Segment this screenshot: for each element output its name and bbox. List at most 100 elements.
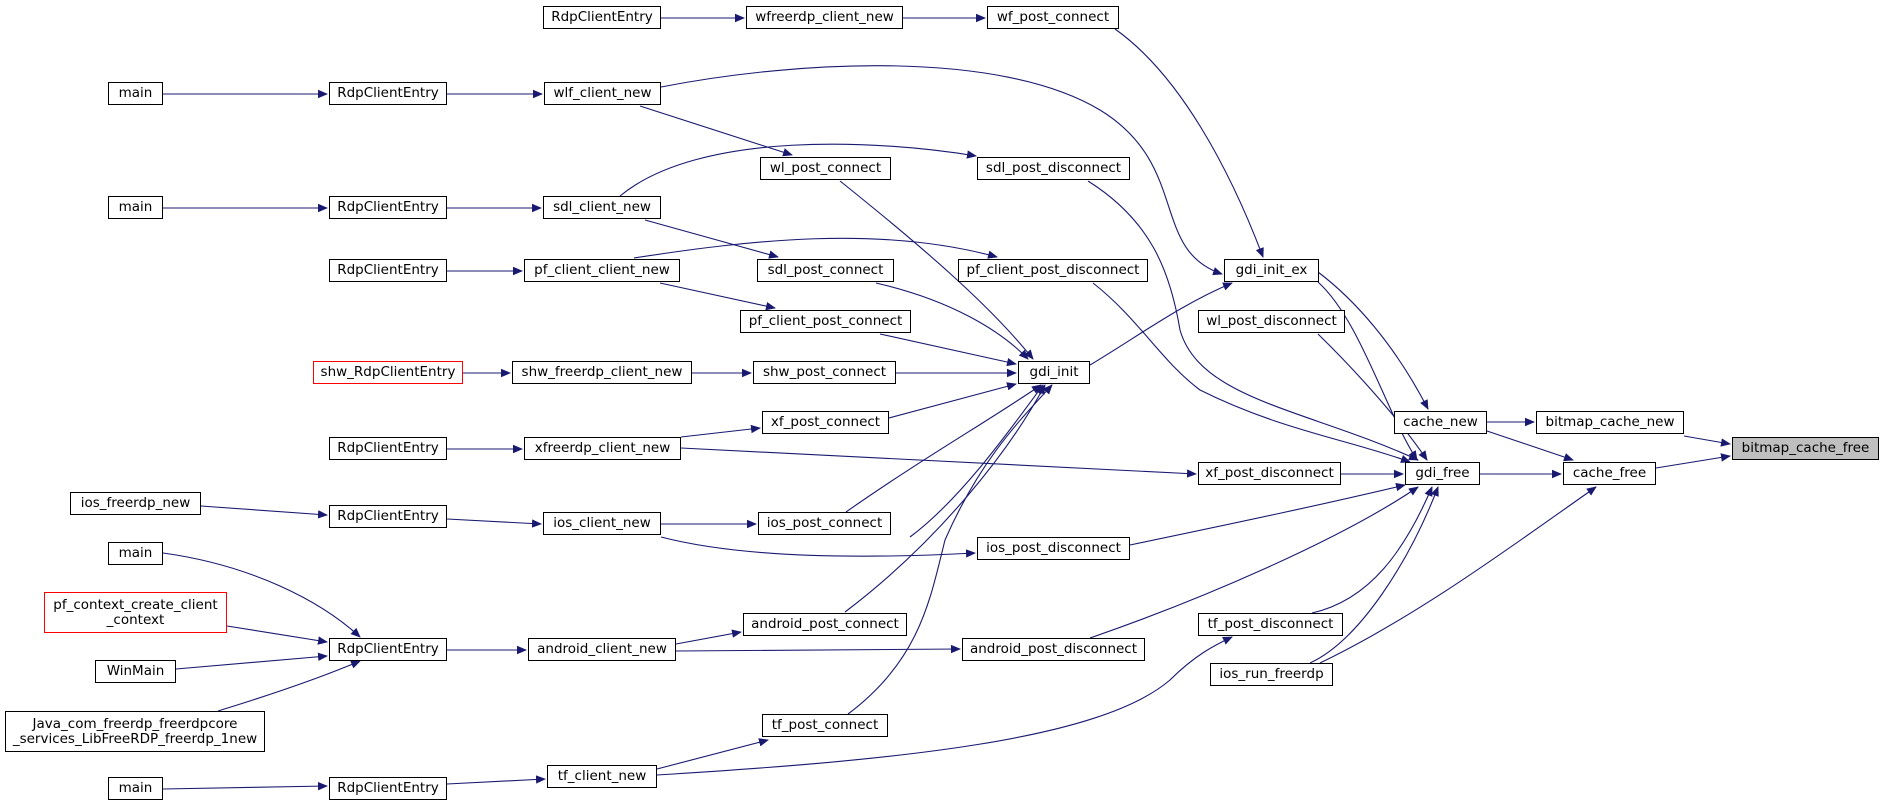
node-label: ios_client_new (553, 515, 651, 531)
node-sdl-post-connect[interactable]: sdl_post_connect (757, 259, 894, 282)
node-android-post-connect[interactable]: android_post_connect (743, 613, 907, 636)
edge-rce_ios_to_ios_client_new (446, 518, 542, 528)
node-rdp-client-entry-xf[interactable]: RdpClientEntry (329, 437, 447, 460)
node-label: pf_client_client_new (534, 262, 670, 278)
node-label: shw_RdpClientEntry (320, 364, 456, 380)
node-pf-context-create-client-context[interactable]: pf_context_create_client_context (44, 592, 227, 633)
node-label: bitmap_cache_free (1741, 440, 1870, 456)
node-label: main (118, 85, 153, 101)
node-label: gdi_init (1029, 364, 1079, 380)
node-rdp-client-entry-sdl[interactable]: RdpClientEntry (329, 196, 447, 219)
node-wl-post-disconnect[interactable]: wl_post_disconnect (1198, 310, 1345, 333)
edge-ios_post_disconnect_to_gdi_init (909, 384, 1044, 538)
node-bitmap-cache-free: bitmap_cache_free (1732, 437, 1879, 460)
node-winmain[interactable]: WinMain (95, 660, 176, 683)
node-label: wlf_client_new (553, 85, 652, 101)
node-shw-rdp-client-entry[interactable]: shw_RdpClientEntry (313, 361, 463, 384)
node-ios-freerdp-new[interactable]: ios_freerdp_new (70, 492, 201, 515)
node-label: gdi_free (1415, 465, 1470, 481)
edge-wlf_client_new_to_wl_post_connect (639, 105, 793, 157)
node-rdp-client-entry-android[interactable]: RdpClientEntry (329, 638, 447, 661)
node-pf-client-post-disconnect[interactable]: pf_client_post_disconnect (958, 259, 1148, 282)
edge-android_client_new_to_android_post_connect (675, 629, 742, 645)
node-ios-post-disconnect[interactable]: ios_post_disconnect (977, 537, 1130, 560)
node-shw-post-connect[interactable]: shw_post_connect (753, 361, 896, 384)
node-tf-post-disconnect[interactable]: tf_post_disconnect (1198, 613, 1343, 636)
edge-pf_context_to_rce_android (226, 625, 328, 645)
edge-sdl_client_new_to_sdl_post_disconnect (619, 143, 977, 197)
node-sdl-post-disconnect[interactable]: sdl_post_disconnect (977, 157, 1130, 180)
node-tf-post-connect[interactable]: tf_post_connect (762, 714, 888, 737)
node-xf-post-disconnect[interactable]: xf_post_disconnect (1198, 462, 1341, 485)
edge-sdl_post_disconnect_to_gdi_free (1087, 180, 1419, 461)
node-label: sdl_client_new (553, 199, 651, 215)
node-main-sdl[interactable]: main (108, 196, 163, 219)
node-pf-client-client-new[interactable]: pf_client_client_new (524, 259, 680, 282)
node-cache-new[interactable]: cache_new (1394, 411, 1487, 434)
edge-wl_post_connect_to_gdi_init (839, 180, 1034, 360)
node-ios-post-connect[interactable]: ios_post_connect (758, 512, 891, 535)
node-label: sdl_post_disconnect (985, 160, 1122, 176)
edge-sdl_post_connect_to_gdi_init (875, 282, 1029, 360)
node-label: sdl_post_connect (767, 262, 884, 278)
node-gdi-free[interactable]: gdi_free (1405, 462, 1480, 485)
node-sdl-client-new[interactable]: sdl_client_new (543, 196, 661, 219)
node-ios-run-freerdp[interactable]: ios_run_freerdp (1210, 663, 1333, 686)
node-wfreerdp-client-new[interactable]: wfreerdp_client_new (746, 6, 903, 29)
node-label: android_client_new (537, 641, 667, 657)
node-rdp-client-entry-wlf[interactable]: RdpClientEntry (329, 82, 447, 105)
node-shw-freerdp-client-new[interactable]: shw_freerdp_client_new (512, 361, 692, 384)
node-label: xfreerdp_client_new (534, 440, 671, 456)
node-wl-post-connect[interactable]: wl_post_connect (760, 157, 891, 180)
node-rdp-client-entry-tf[interactable]: RdpClientEntry (329, 777, 447, 800)
node-label: RdpClientEntry (337, 199, 439, 215)
node-label: tf_post_disconnect (1207, 616, 1334, 632)
node-label: cache_new (1403, 414, 1478, 430)
node-label: pf_client_post_disconnect (966, 262, 1140, 278)
node-label: ios_post_disconnect (986, 540, 1121, 556)
node-xf-post-connect[interactable]: xf_post_connect (762, 411, 889, 434)
edge-xf_post_connect_to_gdi_init (888, 382, 1017, 419)
edge-pf_client_client_new_to_pf_client_post_disconnect (633, 237, 998, 259)
node-label: wl_post_connect (769, 160, 882, 176)
node-tf-client-new[interactable]: tf_client_new (547, 765, 657, 788)
node-label: cache_free (1572, 465, 1647, 481)
node-ios-client-new[interactable]: ios_client_new (543, 512, 661, 535)
edge-android_post_disconnect_to_gdi_free (1089, 486, 1419, 639)
node-android-post-disconnect[interactable]: android_post_disconnect (962, 638, 1145, 661)
node-rdp-client-entry-wf[interactable]: RdpClientEntry (543, 6, 661, 29)
node-rdp-client-entry-ios[interactable]: RdpClientEntry (329, 505, 447, 528)
edge-ios_post_connect_to_gdi_init (845, 384, 1042, 513)
node-cache-free[interactable]: cache_free (1563, 462, 1656, 485)
node-rdp-client-entry-pf[interactable]: RdpClientEntry (329, 259, 447, 282)
node-android-client-new[interactable]: android_client_new (528, 638, 676, 661)
edge-java_new_to_rce_android (217, 660, 361, 712)
edge-wlf_client_new_to_gdi_init_ex (660, 65, 1223, 276)
node-main-android[interactable]: main (108, 542, 163, 565)
node-label: shw_post_connect (762, 364, 887, 380)
node-pf-client-post-connect[interactable]: pf_client_post_connect (740, 310, 911, 333)
node-java-freerdp-new[interactable]: Java_com_freerdp_freerdpcore_services_Li… (5, 711, 265, 752)
edge-wf_post_connect_to_gdi_init_ex (1114, 28, 1264, 258)
node-main-wlf[interactable]: main (108, 82, 163, 105)
edge-cache_new_to_cache_free (1486, 430, 1574, 462)
node-xfreerdp-client-new[interactable]: xfreerdp_client_new (524, 437, 681, 460)
node-label: wl_post_disconnect (1206, 313, 1337, 329)
edge-ios_run_freerdp_to_cache_free (1319, 486, 1597, 664)
node-label: pf_context_create_client (53, 596, 218, 613)
node-label: main (118, 545, 153, 561)
node-label: _services_LibFreeRDP_freerdp_1new (12, 730, 258, 747)
node-label: RdpClientEntry (337, 780, 439, 796)
node-bitmap-cache-new[interactable]: bitmap_cache_new (1536, 411, 1684, 434)
node-wf-post-connect[interactable]: wf_post_connect (987, 6, 1119, 29)
edge-winmain_to_rce_android (175, 652, 328, 670)
node-gdi-init[interactable]: gdi_init (1018, 361, 1090, 384)
node-wlf-client-new[interactable]: wlf_client_new (544, 82, 661, 105)
node-label: android_post_disconnect (969, 641, 1138, 657)
edge-pf_client_post_disconnect_to_gdi_free (1092, 282, 1411, 463)
node-label: ios_freerdp_new (80, 495, 191, 511)
node-gdi-init-ex[interactable]: gdi_init_ex (1224, 259, 1319, 282)
edge-ios_freerdp_new_to_rce_ios (200, 505, 328, 519)
node-main-tf[interactable]: main (108, 777, 163, 800)
